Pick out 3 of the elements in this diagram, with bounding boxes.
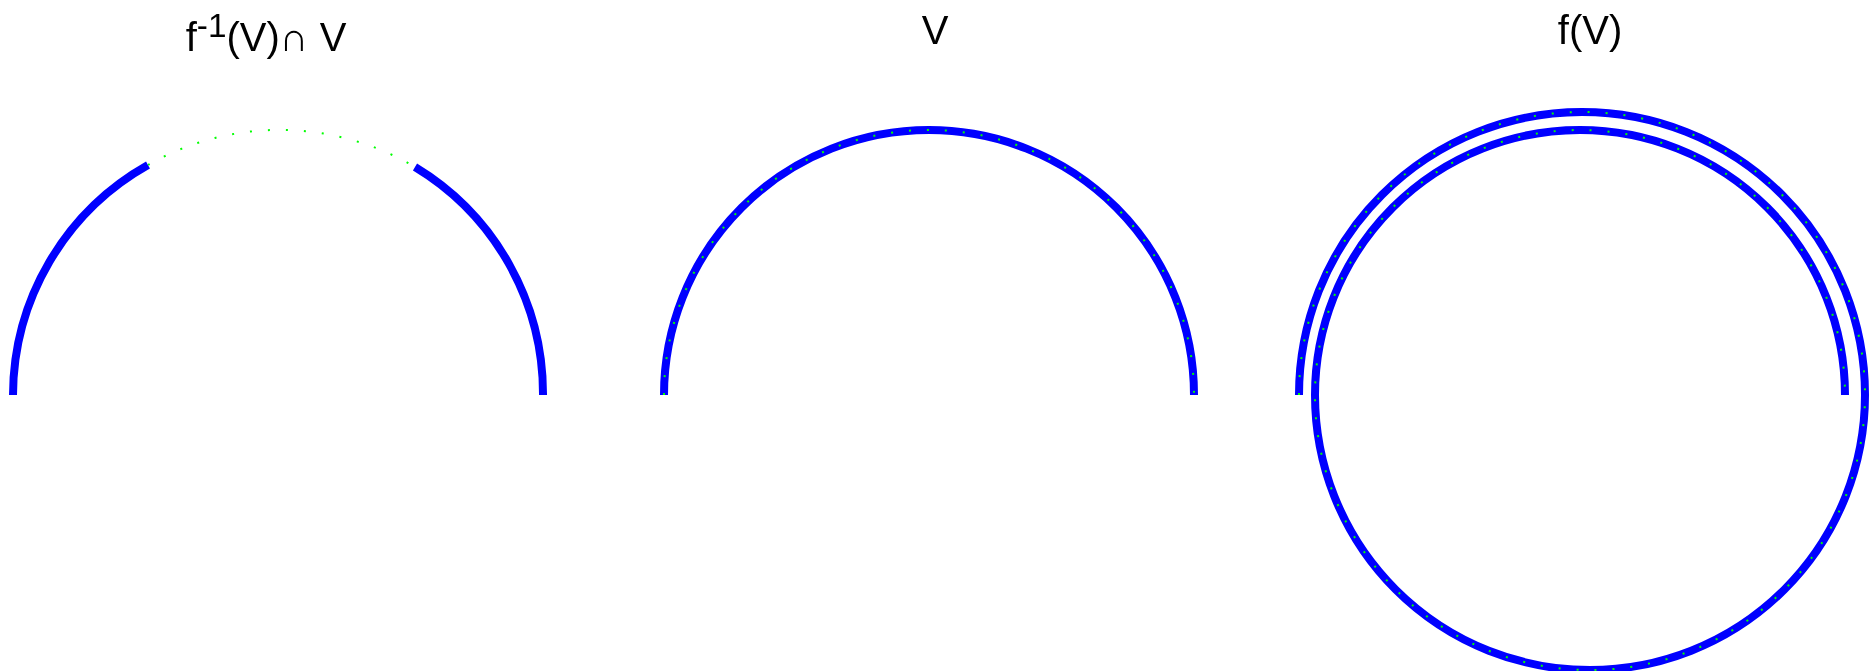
plot-title: f(V) [1557,8,1623,52]
plot-title: f$^{-1}$(V)∩ V [185,8,347,60]
plot-title: V [921,8,949,52]
